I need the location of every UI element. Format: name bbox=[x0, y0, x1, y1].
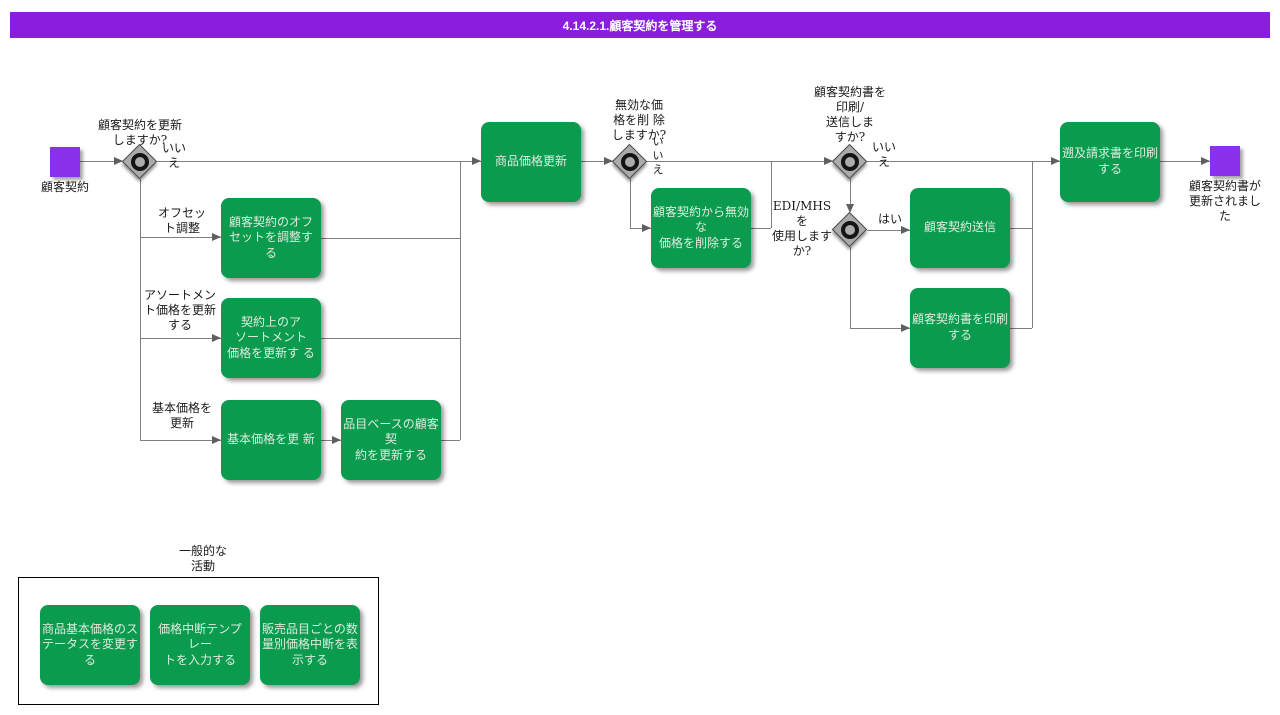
start-event bbox=[50, 147, 80, 177]
flow-line bbox=[1032, 162, 1033, 328]
gateway-delete-invalid bbox=[611, 143, 648, 180]
gateway-edi-mhs bbox=[831, 211, 868, 248]
flow-line bbox=[460, 162, 461, 440]
task-update-item-based: 品目ベースの顧客契 約を更新する bbox=[341, 400, 441, 480]
flow-line bbox=[80, 161, 123, 162]
arrow-head bbox=[642, 224, 651, 232]
gateway-edi-mhs-question: EDI/MHS を 使用します か? bbox=[771, 199, 832, 258]
flow-line bbox=[867, 230, 910, 231]
arrow-head bbox=[846, 204, 854, 213]
task-label: 商品価格更新 bbox=[494, 154, 567, 169]
gateway-circle-icon bbox=[841, 153, 859, 171]
legend-task-change-status: 商品基本価格のス テータスを変更す る bbox=[40, 605, 140, 685]
end-event bbox=[1210, 146, 1240, 176]
flow-line bbox=[321, 238, 460, 239]
legend-task-display-breaks: 販売品目ごとの数 量別価格中断を表 示する bbox=[260, 605, 360, 685]
arrow-head bbox=[1201, 157, 1210, 165]
task-label: 基本価格を更 新 bbox=[227, 432, 315, 447]
flow-line bbox=[140, 440, 221, 441]
flow-line bbox=[771, 162, 772, 228]
task-label: 顧客契約送信 bbox=[923, 220, 996, 235]
task-label: 契約上のア ソートメント 価格を更新す る bbox=[227, 314, 315, 360]
flow-line bbox=[1010, 328, 1032, 329]
arrow-head bbox=[604, 157, 613, 165]
task-label: 顧客契約書を印刷 する bbox=[912, 312, 1009, 342]
flow-line bbox=[140, 179, 141, 440]
diagram-title: 4.14.2.1.顧客契約を管理する bbox=[562, 18, 718, 33]
task-label: 品目ベースの顧客契 約を更新する bbox=[343, 416, 439, 462]
flow-line bbox=[1160, 161, 1210, 162]
gateway-delete-invalid-no-label: い い え bbox=[652, 135, 664, 176]
arrow-head bbox=[332, 436, 341, 444]
arrow-head bbox=[901, 324, 910, 332]
flow-line bbox=[321, 440, 341, 441]
gateway-circle-icon bbox=[621, 153, 639, 171]
arrow-head bbox=[824, 157, 833, 165]
task-product-price-update: 商品価格更新 bbox=[481, 122, 581, 202]
task-print-contract: 顧客契約書を印刷 する bbox=[910, 288, 1010, 368]
task-label: 遡及請求書を印刷 する bbox=[1062, 146, 1159, 176]
gateway-circle-icon bbox=[841, 221, 859, 239]
flow-line bbox=[1010, 228, 1032, 229]
flow-line bbox=[321, 338, 460, 339]
task-remove-invalid-prices: 顧客契約から無効な 価格を削除する bbox=[651, 188, 751, 268]
gateway-update-contract-no-label: いい え bbox=[161, 141, 186, 170]
edge-label-assortment: アソートメン ト価格を更新 する bbox=[143, 288, 216, 332]
arrow-head bbox=[114, 157, 123, 165]
arrow-head bbox=[212, 436, 221, 444]
flow-line bbox=[140, 338, 221, 339]
arrow-head bbox=[212, 334, 221, 342]
legend-task-enter-template: 価格中断テンプ レー トを入力する bbox=[150, 605, 250, 685]
start-event-label: 顧客契約 bbox=[40, 180, 89, 194]
task-label: 顧客契約から無効な 価格を削除する bbox=[653, 204, 750, 250]
task-label: 商品基本価格のス テータスを変更す る bbox=[42, 621, 139, 667]
gateway-circle-icon bbox=[131, 153, 149, 171]
edge-label-base-price: 基本価格を 更新 bbox=[151, 401, 212, 430]
task-adjust-offset: 顧客契約のオフ セットを調整す る bbox=[221, 198, 321, 278]
flow-line bbox=[140, 237, 221, 238]
gateway-update-contract bbox=[121, 143, 158, 180]
task-print-retro-billing: 遡及請求書を印刷 する bbox=[1060, 122, 1160, 202]
gateway-print-send bbox=[831, 143, 868, 180]
flow-line bbox=[850, 179, 851, 209]
flow-line bbox=[850, 247, 851, 328]
task-label: 価格中断テンプ レー トを入力する bbox=[158, 621, 242, 667]
gateway-print-send-no-label: いい え bbox=[871, 140, 896, 169]
diagram-title-bar: 4.14.2.1.顧客契約を管理する bbox=[10, 12, 1270, 38]
legend-title: 一般的な 活動 bbox=[178, 544, 227, 573]
gateway-delete-invalid-question: 無効な価 格を削 除 しますか? bbox=[611, 98, 667, 142]
task-update-assortment: 契約上のア ソートメント 価格を更新す る bbox=[221, 298, 321, 378]
flow-line bbox=[630, 179, 631, 228]
gateway-update-contract-question: 顧客契約を更新 しますか? bbox=[97, 118, 182, 147]
flow-line bbox=[751, 228, 771, 229]
flow-line bbox=[850, 328, 910, 329]
arrow-head bbox=[212, 233, 221, 241]
task-send-contract: 顧客契約送信 bbox=[910, 188, 1010, 268]
task-label: 顧客契約のオフ セットを調整す る bbox=[228, 214, 313, 260]
flow-line bbox=[867, 161, 1060, 162]
flow-line bbox=[157, 161, 481, 162]
flow-line bbox=[581, 161, 613, 162]
task-update-base-price: 基本価格を更 新 bbox=[221, 400, 321, 480]
task-label: 販売品目ごとの数 量別価格中断を表 示する bbox=[262, 621, 359, 667]
gateway-print-send-question: 顧客契約書を 印刷/ 送信しま すか? bbox=[813, 85, 886, 144]
flow-line bbox=[630, 228, 651, 229]
arrow-head bbox=[901, 226, 910, 234]
flow-line bbox=[647, 161, 833, 162]
gateway-edi-mhs-yes-label: はい bbox=[877, 212, 902, 226]
edge-label-offset: オフセッ ト調整 bbox=[157, 206, 206, 235]
end-event-label: 顧客契約書が 更新されまし た bbox=[1188, 179, 1261, 223]
arrow-head bbox=[1051, 157, 1060, 165]
flow-line bbox=[441, 440, 460, 441]
arrow-head bbox=[472, 157, 481, 165]
